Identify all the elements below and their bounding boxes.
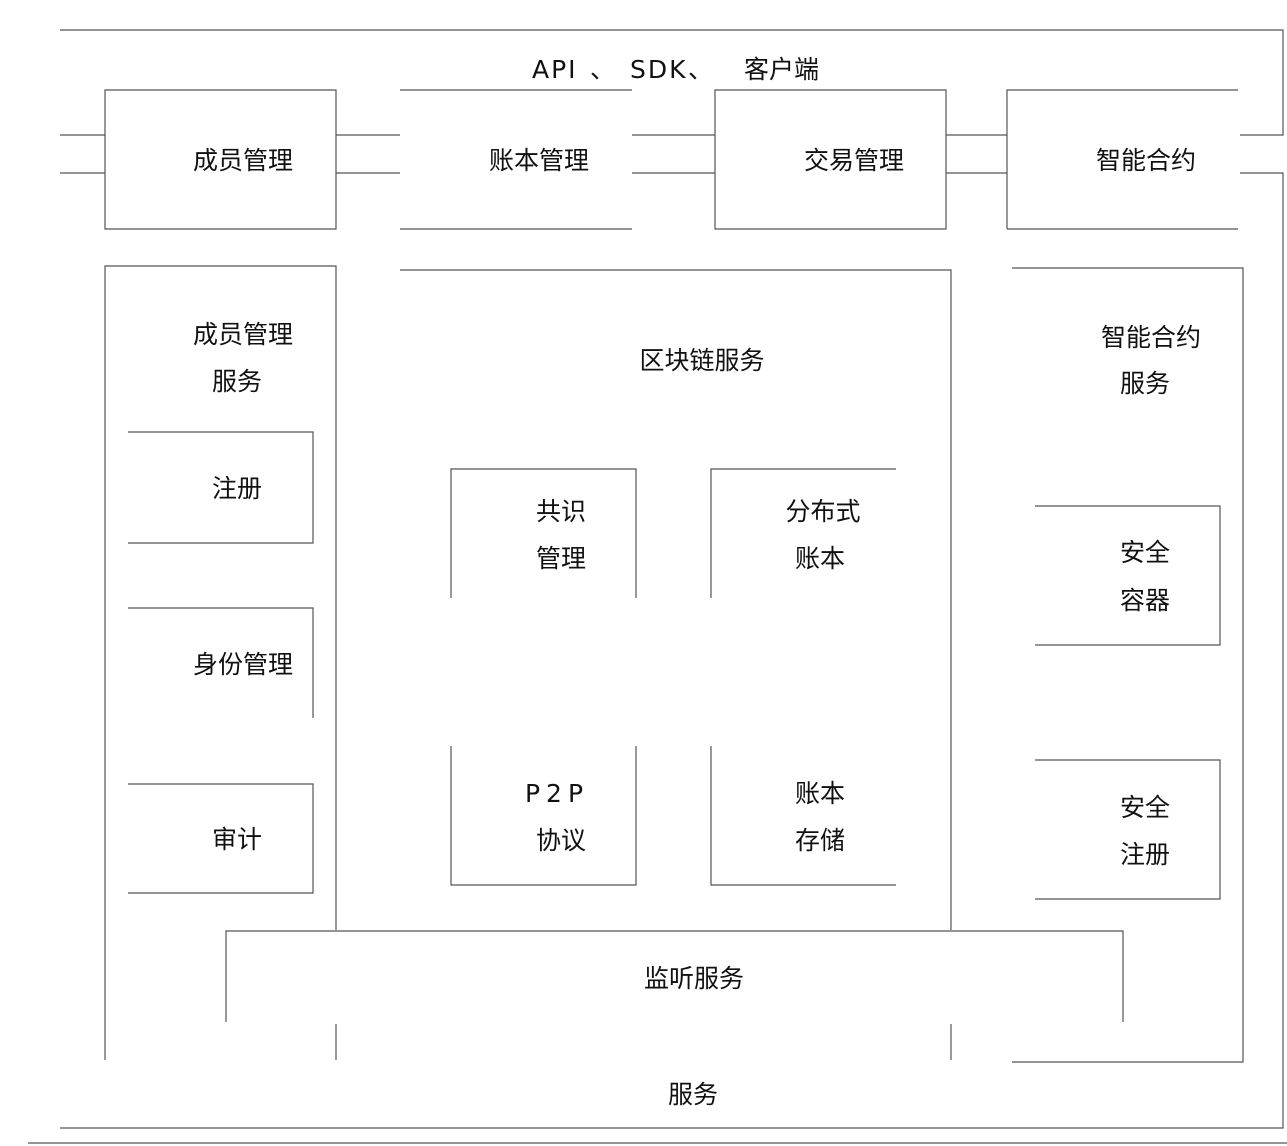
member-service-title-1: 成员管理: [192, 320, 294, 349]
audit-item: 审计: [211, 825, 263, 854]
client-label: 客户端: [744, 55, 820, 84]
transaction-management-box: 交易管理: [803, 146, 905, 175]
p2p-line-2: 协议: [535, 826, 587, 855]
contract-service-title-1: 智能合约: [1100, 323, 1202, 352]
smart-contract-box: 智能合约: [1095, 146, 1197, 175]
secure-register-line-2: 注册: [1119, 840, 1171, 869]
ledger-management-box: 账本管理: [488, 146, 590, 175]
secure-register-line-1: 安全: [1119, 793, 1171, 822]
blockchain-service-title: 区块链服务: [639, 346, 765, 375]
register-item: 注册: [211, 474, 263, 503]
secure-container-line-2: 容器: [1119, 586, 1171, 615]
distributed-ledger-line-2: 账本: [794, 544, 846, 573]
distributed-ledger-line-1: 分布式: [785, 497, 861, 526]
secure-container-line-1: 安全: [1119, 538, 1171, 567]
identity-management-item: 身份管理: [192, 650, 294, 679]
p2p-line-1: P2P: [524, 779, 590, 808]
listen-service-label: 监听服务: [643, 964, 745, 993]
service-label: 服务: [667, 1080, 719, 1109]
ledger-storage-line-1: 账本: [794, 779, 846, 808]
api-label: API: [532, 55, 578, 84]
contract-service-title-2: 服务: [1119, 369, 1171, 398]
consensus-line-1: 共识: [535, 497, 587, 526]
separator-2: 、: [688, 55, 714, 84]
ledger-storage-line-2: 存储: [794, 826, 846, 855]
sdk-label: SDK: [630, 55, 688, 84]
member-management-box: 成员管理: [192, 146, 294, 175]
consensus-line-2: 管理: [535, 544, 587, 573]
member-service-title-2: 服务: [211, 367, 263, 396]
separator-1: 、: [590, 55, 616, 84]
